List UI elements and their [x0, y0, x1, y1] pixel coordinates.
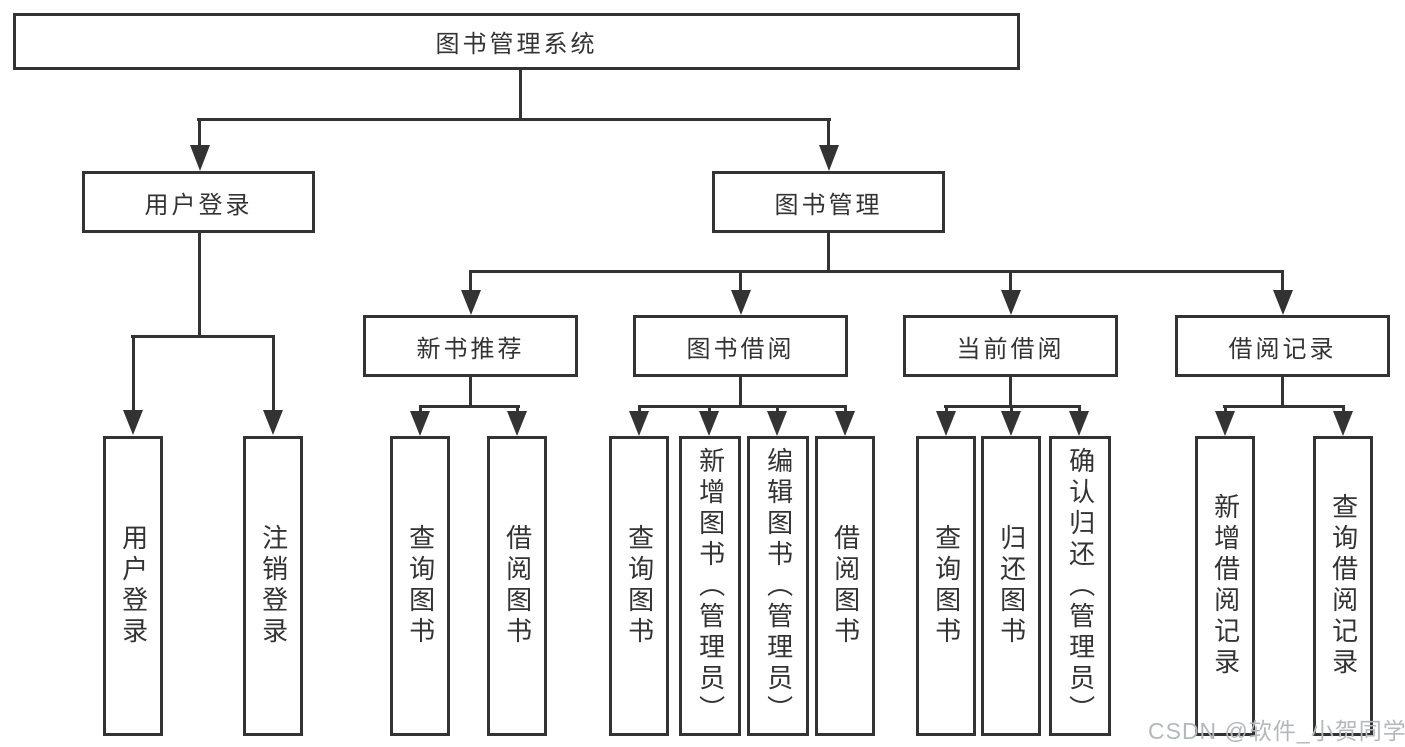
leaf-edit-books-admin: 编辑图书（管理员） [747, 436, 809, 736]
arrow-down-icon [1069, 411, 1089, 436]
connector-line [272, 335, 275, 411]
leaf-add-borrow-record: 新增借阅记录 [1195, 436, 1255, 736]
arrow-down-icon [507, 411, 527, 436]
connector-line [1010, 405, 1013, 415]
leaf-add-books-admin: 新增图书（管理员） [679, 436, 741, 736]
arrow-down-icon [699, 411, 719, 436]
arrow-down-icon [123, 410, 143, 435]
connector-line [198, 118, 201, 146]
leaf-logout: 注销登录 [243, 436, 303, 736]
connector-line [827, 233, 830, 273]
leaf-query-books: 查询图书 [916, 436, 976, 736]
arrow-down-icon [410, 411, 430, 436]
connector-line [469, 270, 1284, 273]
connector-line [638, 405, 641, 415]
node-borrowing-records: 借阅记录 [1175, 315, 1390, 377]
arrow-down-icon [1273, 290, 1293, 315]
arrow-down-icon [819, 145, 839, 171]
connector-line [1009, 377, 1012, 407]
connector-line [469, 270, 472, 292]
connector-line [1223, 405, 1345, 408]
arrow-down-icon [767, 411, 787, 436]
arrow-down-icon [461, 290, 481, 315]
connector-line [1078, 405, 1081, 415]
connector-line [638, 405, 847, 408]
connector-line [1281, 377, 1284, 407]
connector-line [132, 335, 135, 411]
connector-line [198, 233, 201, 337]
leaf-confirm-return-admin: 确认归还（管理员） [1049, 436, 1111, 736]
leaf-user-login: 用户登录 [103, 436, 163, 736]
connector-line [739, 377, 742, 407]
connector-line [519, 70, 522, 120]
arrow-down-icon [263, 410, 283, 435]
connector-line [419, 405, 422, 415]
node-user-login: 用户登录 [82, 171, 315, 233]
connector-line [776, 405, 779, 415]
connector-line [827, 118, 830, 146]
node-book-management: 图书管理 [712, 171, 945, 233]
arrow-down-icon [936, 411, 956, 436]
node-book-borrowing: 图书借阅 [633, 315, 848, 377]
leaf-return-books: 归还图书 [981, 436, 1041, 736]
connector-line [739, 270, 742, 292]
arrow-down-icon [1333, 411, 1353, 436]
node-current-borrowing: 当前借阅 [903, 315, 1118, 377]
connector-line [469, 377, 472, 407]
arrow-down-icon [629, 411, 649, 436]
arrow-down-icon [1215, 411, 1235, 436]
node-new-book-recommendation: 新书推荐 [363, 315, 578, 377]
connector-line [516, 405, 519, 415]
connector-line [1009, 270, 1012, 292]
leaf-query-books: 查询图书 [390, 436, 450, 736]
connector-line [1342, 405, 1345, 415]
arrow-down-icon [731, 290, 751, 315]
node-library-management-system: 图书管理系统 [13, 13, 1020, 70]
connector-line [844, 405, 847, 415]
leaf-query-borrow-record: 查询借阅记录 [1313, 436, 1373, 736]
arrow-down-icon [835, 411, 855, 436]
leaf-query-books: 查询图书 [609, 436, 669, 736]
leaf-borrow-books: 借阅图书 [815, 436, 875, 736]
connector-line [131, 335, 275, 338]
connector-line [708, 405, 711, 415]
connector-line [197, 118, 831, 121]
csdn-watermark: CSDN @软件_小贺同学 [1148, 718, 1405, 744]
leaf-borrow-books: 借阅图书 [487, 436, 547, 736]
arrow-down-icon [1001, 411, 1021, 436]
connector-line [1224, 405, 1227, 415]
connector-line [419, 405, 520, 408]
connector-line [1281, 270, 1284, 292]
arrow-down-icon [1001, 290, 1021, 315]
arrow-down-icon [190, 145, 210, 171]
connector-line [945, 405, 948, 415]
